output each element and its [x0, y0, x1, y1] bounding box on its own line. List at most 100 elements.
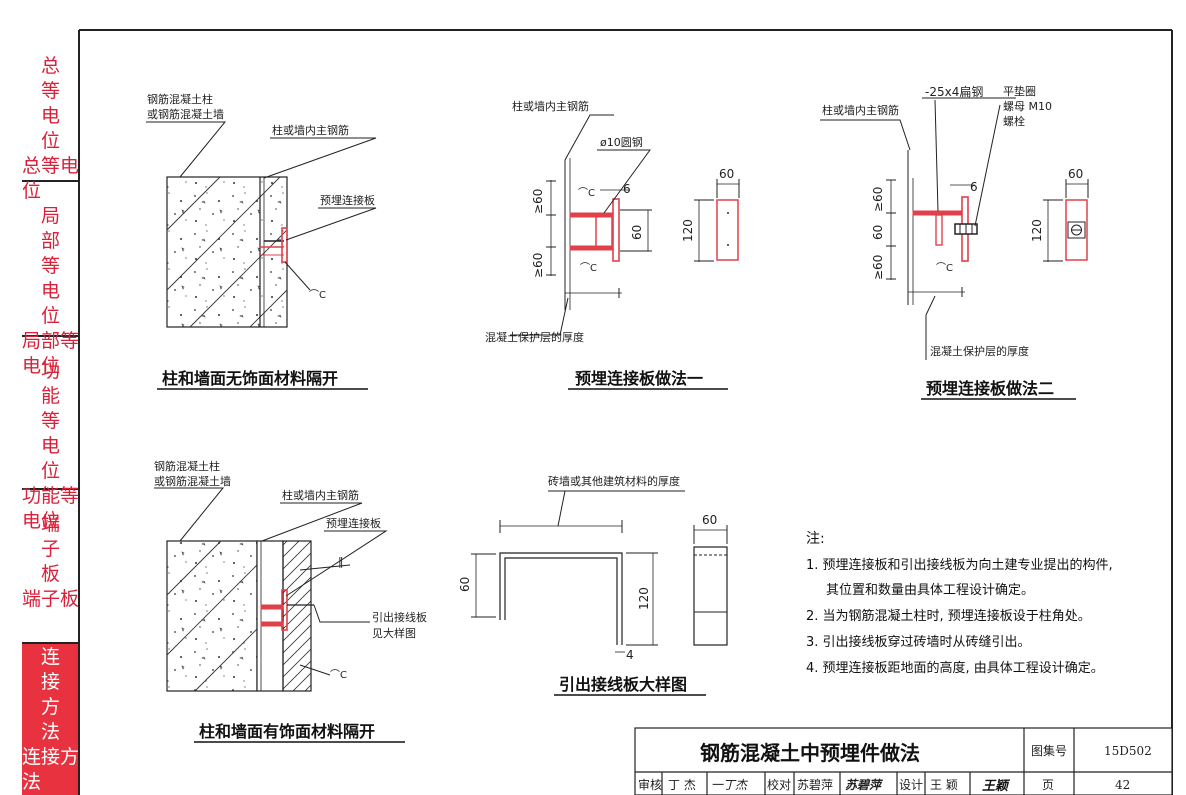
d1-callout-rebar: 柱或墙内主钢筋 — [272, 123, 349, 137]
d5-caption: 引出接线板大样图 — [559, 675, 687, 694]
check-label: 校对 — [767, 777, 791, 792]
d1-caption: 柱和墙面无饰面材料隔开 — [162, 369, 338, 388]
note-1-line-2: 其位置和数量由具体工程设计确定。 — [826, 583, 1034, 598]
sidebar-tab-char: 法 — [40, 720, 60, 743]
sidebar-tab-char: 方 — [40, 695, 60, 718]
title-block-title: 钢筋混凝土中预埋件做法 — [700, 741, 920, 765]
d5-dim-60: 60 — [458, 577, 472, 592]
d4-weld: ⌒C — [330, 669, 347, 681]
d3-cover: 混凝土保护层的厚度 — [930, 344, 1029, 358]
diagram-lead-plate-detail — [471, 490, 728, 653]
d3-plate-height: 120 — [1030, 219, 1044, 242]
note-2: 2. 当为钢筋混凝土柱时, 预埋连接板设于柱角处。 — [806, 608, 1091, 624]
d5-callout-thickness: 砖墙或其他建筑材料的厚度 — [548, 474, 680, 488]
sidebar-tab-5[interactable]: 连接方法连接方法 — [22, 644, 79, 795]
sidebar-tab-label: 总等电位 — [22, 155, 80, 202]
d4-callout-rc-1: 钢筋混凝土柱 — [154, 459, 220, 473]
sidebar-tab-char: 等 — [40, 80, 60, 102]
page-label: 页 — [1042, 778, 1054, 792]
sidebar-tab-label: 端子板 — [22, 588, 80, 610]
review-name: 丁 杰 — [668, 778, 696, 792]
d5-dim-120: 120 — [637, 587, 651, 610]
title-block — [634, 727, 1173, 795]
d1-weld-mark: ⌒C — [309, 289, 326, 301]
sidebar-tab-char: 电 — [40, 435, 60, 457]
check-signature: 苏碧萍 — [845, 778, 883, 792]
page-number: 42 — [1115, 778, 1130, 792]
sidebar-tab-label: 连接方法 — [22, 745, 80, 793]
design-label: 设计 — [899, 778, 923, 792]
notes-title: 注: — [806, 531, 825, 547]
d3-dim-ge60-top: ≥60 — [871, 187, 885, 212]
d3-callout-rebar: 柱或墙内主钢筋 — [822, 103, 899, 117]
d2-plate-width: 60 — [719, 167, 734, 181]
design-name: 王 颖 — [930, 778, 958, 792]
d2-dim-60: 60 — [630, 225, 644, 240]
diagram-no-finish — [146, 121, 377, 328]
sidebar-nav: 总等电位总等电位局部等电位局部等电位功能等电位功能等电位端子板端子板连接方法连接… — [22, 32, 79, 795]
d4-callout-lead-2: 见大样图 — [372, 626, 416, 640]
d5-dim-4: 4 — [626, 648, 634, 662]
sidebar-tab-char: 位 — [40, 130, 60, 152]
d4-callout-plate: 预埋连接板 — [326, 516, 381, 530]
d2-dim-6: 6 — [623, 182, 631, 196]
sidebar-tab-2[interactable]: 局部等电位局部等电位 — [22, 182, 79, 377]
diagram-with-finish — [154, 487, 388, 692]
sheet-border — [78, 29, 1173, 795]
d4-callout-rc-2: 或钢筋混凝土墙 — [154, 474, 231, 488]
sidebar-tab-char: 等 — [40, 410, 60, 432]
review-label: 审核 — [638, 777, 662, 792]
sidebar-tab-char: 位 — [40, 460, 60, 482]
d4-callout-rebar: 柱或墙内主钢筋 — [282, 488, 359, 502]
d2-callout-rebar: 柱或墙内主钢筋 — [512, 99, 589, 113]
sidebar-tab-char: 板 — [40, 563, 60, 585]
d3-dim-ge60-bot: ≥60 — [871, 255, 885, 280]
d3-dim-6: 6 — [970, 180, 978, 194]
sidebar-tab-char: 部 — [40, 230, 60, 252]
d3-weld: ⌒C — [936, 262, 953, 274]
design-signature: 王颖 — [982, 778, 1011, 794]
sidebar-tab-char: 位 — [40, 305, 60, 327]
d3-dim-60-mid: 60 — [871, 225, 885, 240]
d3-plate-width: 60 — [1068, 167, 1083, 181]
d2-dim-ge60-bot: ≥60 — [531, 253, 545, 278]
d1-callout-rc-2: 或钢筋混凝土墙 — [147, 107, 224, 121]
sidebar-tab-3[interactable]: 功能等电位功能等电位 — [22, 337, 79, 532]
review-signature: 一丁杰 — [711, 778, 749, 792]
sidebar-tab-char: 局 — [40, 205, 60, 227]
sidebar-tab-char: 子 — [40, 538, 60, 560]
note-3: 3. 引出接线板穿过砖墙时从砖缝引出。 — [806, 634, 1031, 650]
d2-caption: 预埋连接板做法一 — [575, 369, 703, 388]
sidebar-tab-char: 电 — [40, 280, 60, 302]
d2-dim-ge60-top: ≥60 — [531, 189, 545, 214]
sidebar-tab-char: 总 — [40, 55, 60, 77]
sidebar-tab-1[interactable]: 总等电位总等电位 — [22, 32, 79, 202]
sidebar-tab-4[interactable]: 端子板端子板 — [22, 490, 79, 644]
d2-weld-bot: ⌒C — [580, 262, 597, 274]
d4-callout-lead-1: 引出接线板 — [372, 610, 427, 624]
d4-caption: 柱和墙面有饰面材料隔开 — [199, 722, 375, 741]
d1-callout-rc-1: 钢筋混凝土柱 — [147, 92, 213, 106]
d2-cover: 混凝土保护层的厚度 — [485, 330, 584, 344]
atlas-label: 图集号 — [1031, 743, 1067, 758]
note-4: 4. 预埋连接板距地面的高度, 由具体工程设计确定。 — [806, 660, 1104, 676]
atlas-number: 15D502 — [1104, 744, 1152, 758]
d4-weld-top: ‖ — [338, 555, 344, 568]
sidebar-tab-char: 连 — [40, 645, 60, 668]
d3-callout-washer: 平垫圈 — [1003, 84, 1036, 98]
sidebar-tab-char: 端 — [40, 513, 60, 535]
d1-callout-plate: 预埋连接板 — [320, 193, 375, 207]
sidebar-tab-label: 功能等电位 — [22, 485, 80, 532]
d3-callout-steel: -25x4扁钢 — [925, 85, 983, 99]
sidebar-tab-char: 等 — [40, 255, 60, 277]
d3-callout-bolt: 螺栓 — [1003, 114, 1025, 128]
sidebar-tab-char: 功 — [40, 360, 60, 382]
note-1-line-1: 1. 预埋连接板和引出接线板为向土建专业提出的构件, — [806, 557, 1113, 573]
d2-plate-height: 120 — [681, 219, 695, 242]
check-name: 苏碧萍 — [797, 778, 833, 792]
d3-caption: 预埋连接板做法二 — [926, 379, 1054, 398]
diagram-method-two — [820, 97, 1089, 360]
sidebar-tab-char: 接 — [40, 670, 60, 693]
d5-plate-width: 60 — [702, 513, 717, 527]
